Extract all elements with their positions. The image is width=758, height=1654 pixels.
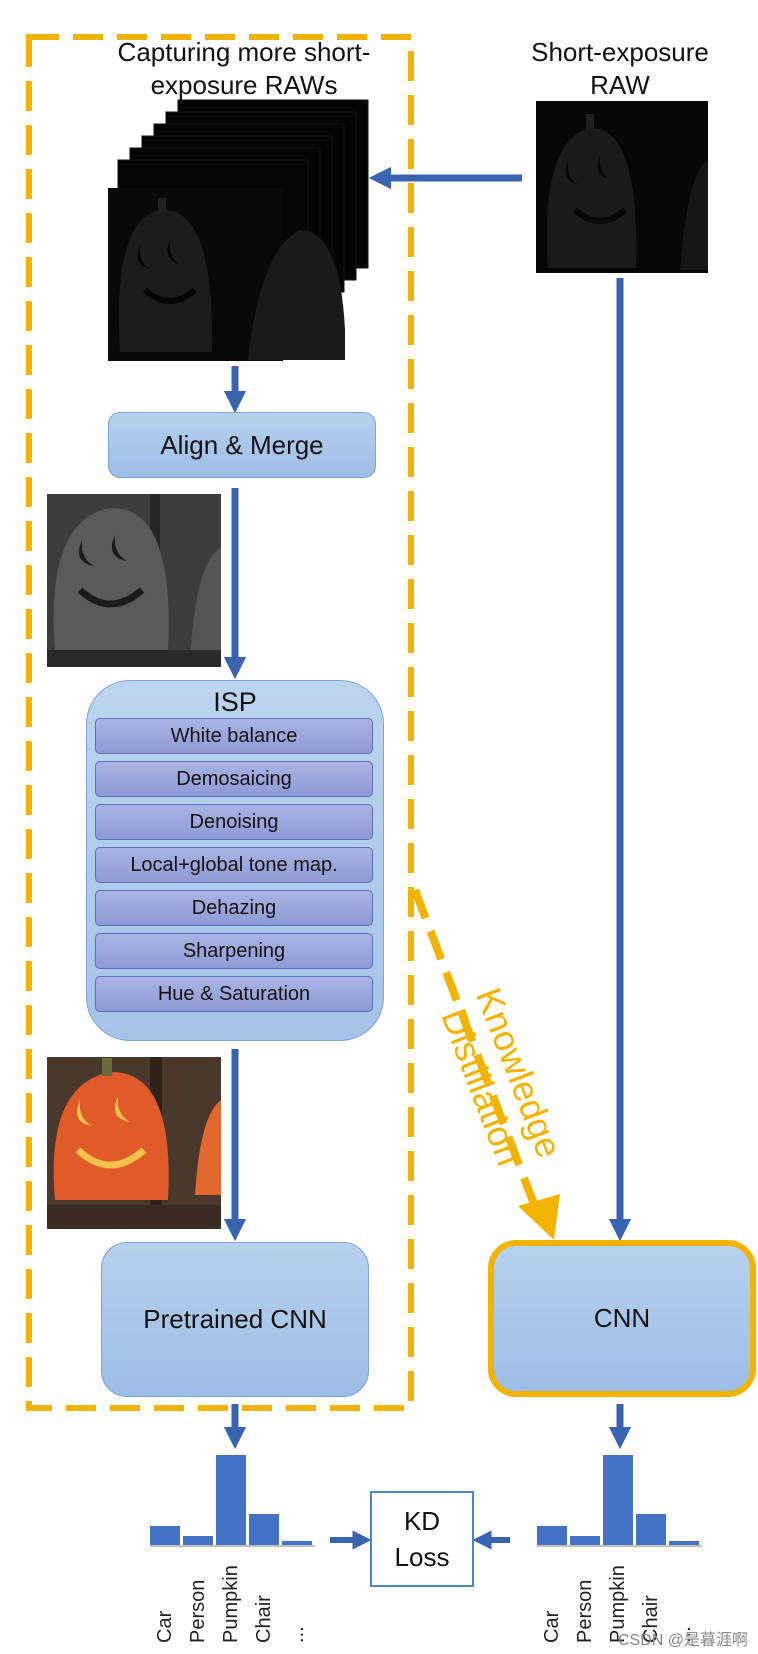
teacher-category-label-0: Car — [154, 1610, 176, 1643]
left-title: Capturing more short- exposure RAWs — [117, 37, 371, 100]
student-category-label-1: Person — [574, 1579, 596, 1643]
short-exposure-raw-image — [536, 101, 708, 273]
kd-arrowhead — [518, 1194, 560, 1240]
align-merge-box: Align & Merge — [108, 412, 376, 478]
merged-raw-image — [47, 494, 221, 667]
watermark: CSDN @是暮涯啊 — [617, 1632, 748, 1649]
kd-loss-line2: Loss — [394, 1542, 450, 1572]
teacher-bar-1 — [183, 1536, 213, 1545]
teacher-bar-2 — [216, 1455, 246, 1545]
isp-block: ISP White balance Demosaicing Denoising … — [86, 680, 384, 1041]
right-title: Short-exposure RAW — [531, 37, 709, 100]
raw-front-frame — [108, 188, 345, 361]
teacher-baseline — [150, 1545, 315, 1547]
isp-step-dehazing: Dehazing — [95, 890, 373, 926]
student-bar-2 — [603, 1455, 633, 1545]
student-cnn-box: CNN — [488, 1240, 756, 1397]
teacher-category-label-2: Pumpkin — [220, 1565, 242, 1643]
pipeline-dashed-frame — [26, 34, 414, 1411]
student-baseline — [537, 1545, 702, 1547]
teacher-bar-0 — [150, 1526, 180, 1545]
teacher-category-label-4: ... — [286, 1626, 308, 1643]
teacher-bar-3 — [249, 1514, 279, 1545]
student-bar-0 — [537, 1526, 567, 1545]
student-category-label-0: Car — [541, 1610, 563, 1643]
isp-step-sharpening: Sharpening — [95, 933, 373, 969]
isp-step-white-balance: White balance — [95, 718, 373, 754]
isp-step-hue-saturation: Hue & Saturation — [95, 976, 373, 1012]
teacher-category-label-3: Chair — [253, 1595, 275, 1643]
teacher-prediction-histogram: Car Person Pumpkin Chair... — [150, 1450, 320, 1650]
kd-dashed-arrow — [411, 888, 541, 1214]
teacher-category-label-1: Person — [187, 1579, 209, 1643]
kd-loss-line1: KD — [403, 1506, 441, 1536]
student-bar-4 — [669, 1541, 699, 1545]
isp-title: ISP — [213, 687, 257, 717]
kd-loss-box: KD Loss — [370, 1491, 474, 1587]
processed-color-image — [47, 1057, 221, 1229]
pretrained-cnn-box: Pretrained CNN — [101, 1242, 369, 1397]
isp-step-demosaicing: Demosaicing — [95, 761, 373, 797]
isp-step-tone-mapping: Local+global tone map. — [95, 847, 373, 883]
student-bar-3 — [636, 1514, 666, 1545]
teacher-bar-4 — [282, 1541, 312, 1545]
student-bar-1 — [570, 1536, 600, 1545]
isp-step-denoising: Denoising — [95, 804, 373, 840]
